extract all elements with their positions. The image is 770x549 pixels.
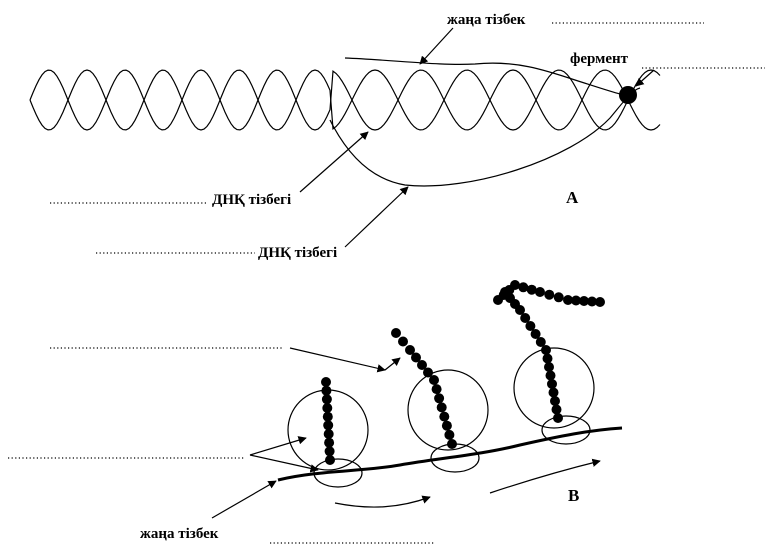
arrow-chains-1 xyxy=(289,347,386,373)
arrow-new-strand xyxy=(419,27,454,65)
arrow-chains-2 xyxy=(384,357,401,371)
polypeptide-bead xyxy=(553,292,564,303)
polypeptide-bead xyxy=(542,353,553,364)
direction-arrow-2 xyxy=(489,458,601,494)
polypeptide-bead xyxy=(324,437,335,448)
polypeptide-bead xyxy=(510,280,520,290)
label-dna-strand-1: ДНҚ тізбегі xyxy=(212,192,291,208)
panel-b: жаңа тізбек В xyxy=(8,280,623,544)
panel-a: жаңа тізбек фермент ДНҚ тізбегі ДНҚ тізб… xyxy=(29,12,765,261)
polypeptide-bead xyxy=(530,329,541,339)
arrow-new-strand-b xyxy=(211,480,277,519)
enzyme-dot xyxy=(619,86,637,104)
polypeptide-bead xyxy=(411,352,421,363)
label-new-strand-b: жаңа тізбек xyxy=(140,526,219,542)
polypeptide-bead xyxy=(447,439,457,449)
polypeptide-bead xyxy=(429,375,439,385)
polypeptide-bead xyxy=(321,377,331,387)
polypeptide-bead xyxy=(525,321,536,331)
arrow-enzyme xyxy=(635,69,655,87)
polypeptide-bead xyxy=(321,394,332,405)
polypeptide-bead xyxy=(541,345,551,355)
polypeptide-bead xyxy=(431,384,442,395)
polypeptide-bead xyxy=(571,295,581,306)
polypeptide-bead xyxy=(423,367,433,378)
polypeptide-bead xyxy=(553,413,563,423)
ribosome-large-subunit-3 xyxy=(513,347,595,429)
polypeptide-bead xyxy=(323,420,334,431)
polypeptide-chains xyxy=(321,280,605,465)
polypeptide-bead xyxy=(520,313,531,323)
polypeptide-bead xyxy=(436,402,447,413)
polypeptide-bead xyxy=(544,289,555,300)
polypeptide-bead xyxy=(322,403,333,413)
ribosome-small-subunit-1 xyxy=(313,458,363,488)
polypeptide-bead xyxy=(545,370,556,381)
arrow-dna-strand-1 xyxy=(299,131,369,193)
direction-arrow-1 xyxy=(334,495,431,508)
polypeptide-bead xyxy=(323,429,334,439)
polypeptide-bead xyxy=(434,393,445,404)
polypeptide-bead xyxy=(587,296,597,307)
polypeptide-bead xyxy=(322,411,333,422)
polypeptide-bead xyxy=(391,328,401,338)
label-new-strand-a: жаңа тізбек xyxy=(447,12,526,28)
ribosome-large-subunit-2 xyxy=(407,369,489,451)
polypeptide-bead xyxy=(535,337,546,347)
polypeptide-bead xyxy=(526,284,537,295)
arrow-dna-strand-2 xyxy=(344,186,409,248)
ribosome-small-subunit-3 xyxy=(541,415,591,445)
arrow-ribosome-2 xyxy=(249,436,307,456)
arrow-ribosome-1 xyxy=(249,454,319,473)
mrna-strand xyxy=(277,426,623,482)
polypeptide-bead xyxy=(444,429,455,440)
polypeptide-bead xyxy=(551,404,562,415)
polypeptide-bead xyxy=(547,379,557,389)
polypeptide-bead xyxy=(595,297,605,307)
polypeptide-bead xyxy=(405,345,415,355)
polypeptide-bead xyxy=(441,420,452,431)
panel-letter-b: В xyxy=(568,486,579,505)
polypeptide-bead xyxy=(579,296,589,306)
polypeptide-bead xyxy=(398,336,408,347)
polypeptide-bead xyxy=(535,287,545,297)
dna-helix-strand-1 xyxy=(29,69,661,131)
polypeptide-bead xyxy=(325,455,335,465)
dna-helix-strand-2 xyxy=(29,69,661,131)
polypeptide-bead xyxy=(550,396,560,406)
label-dna-strand-2: ДНҚ тізбегі xyxy=(258,245,337,261)
polypeptide-bead xyxy=(321,385,332,396)
polypeptide-bead xyxy=(563,295,573,305)
polypeptide-bead xyxy=(324,446,335,457)
polypeptide-bead xyxy=(439,411,450,422)
polypeptide-bead xyxy=(518,282,529,293)
polypeptide-bead xyxy=(548,387,559,398)
polypeptide-bead xyxy=(417,360,427,370)
panel-letter-a: А xyxy=(566,188,579,207)
new-strand-line xyxy=(344,57,621,95)
label-enzyme: фермент xyxy=(570,51,629,67)
dna-template-strand xyxy=(329,87,641,187)
polypeptide-bead xyxy=(544,362,554,372)
